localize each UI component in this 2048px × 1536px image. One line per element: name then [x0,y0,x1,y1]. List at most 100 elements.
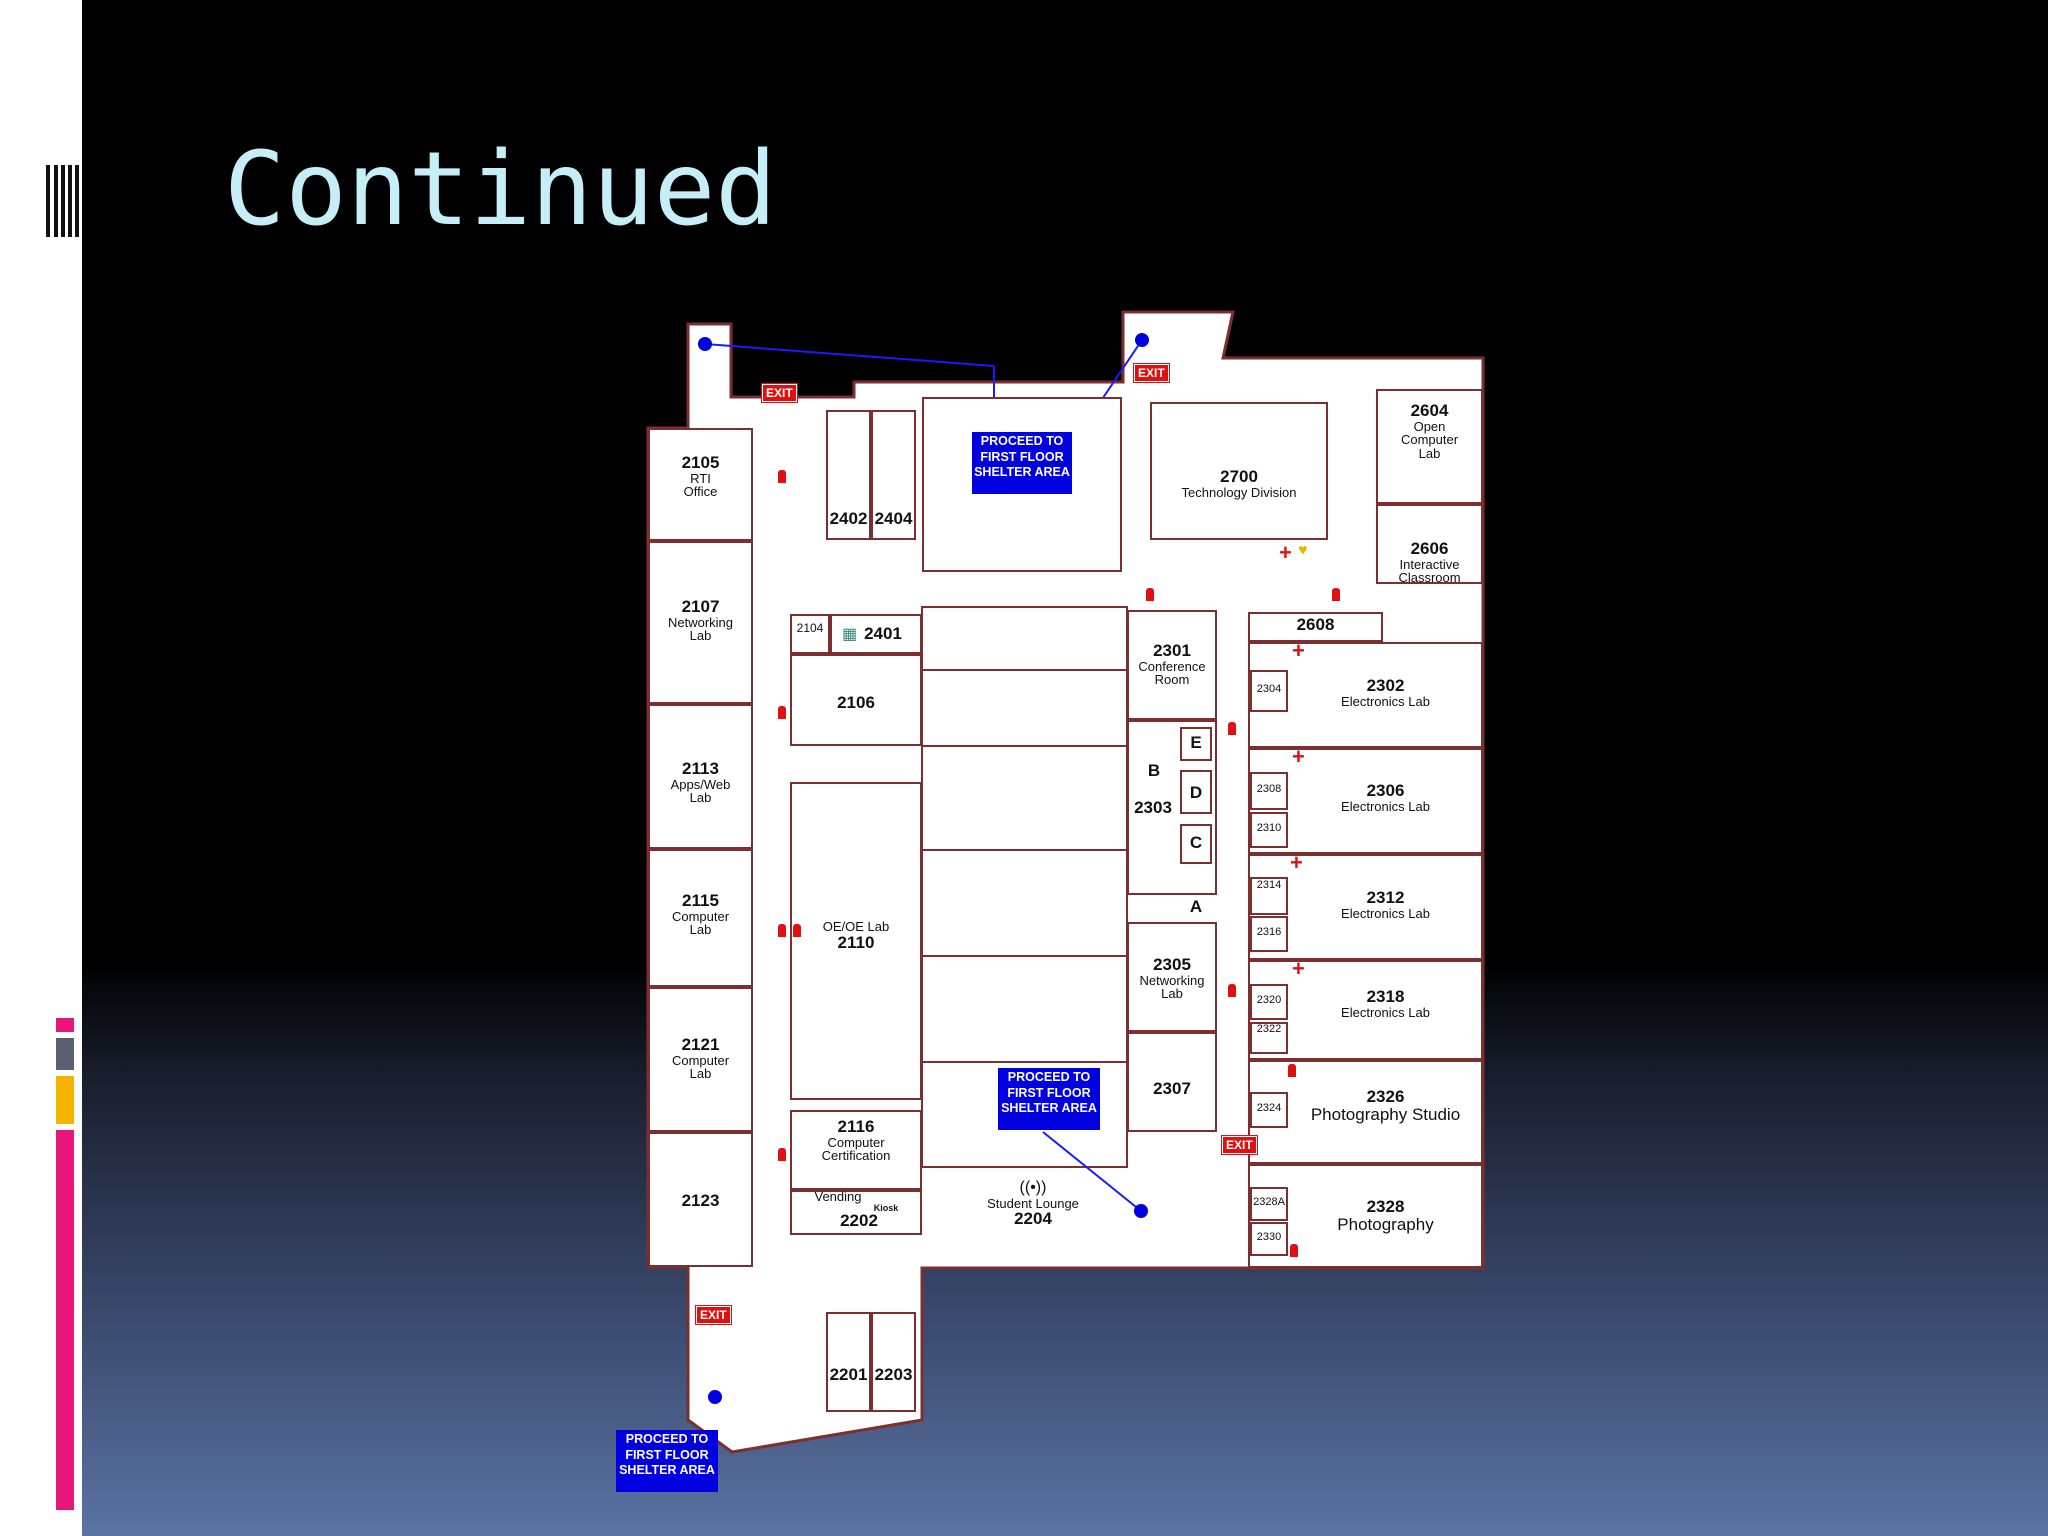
room-2202[interactable] [790,1190,922,1235]
room-2312-number: 2312 [1366,888,1405,907]
room-2401-number: 2401 [864,624,902,643]
room-2314[interactable] [1250,877,1288,915]
room-2306-label: Electronics Lab [1341,798,1430,814]
slide-title: Continued [224,130,777,249]
room-2303-e-label: E [1190,733,1202,752]
room-2303-c-label: C [1189,833,1203,852]
vending-label: Vending [814,1189,862,1204]
room-2306-number: 2306 [1366,781,1405,800]
room-2401[interactable] [830,614,922,654]
room-2303-d[interactable] [1180,770,1212,814]
fire-extinguisher-icon [1332,588,1340,601]
kiosk-label: Kiosk [873,1203,899,1213]
room-2328a-number: 2328A [1253,1196,1285,1208]
room-2604-number: 2604 [1410,401,1449,420]
wifi-icon: ((•)) [1019,1179,1047,1196]
room-2121-number: 2121 [681,1035,720,1054]
shelter-point-se [1134,1204,1148,1218]
room-2301-label: Conference Room [1138,658,1206,688]
room-2302-label: Electronics Lab [1341,693,1430,709]
room-2604[interactable] [1376,389,1483,504]
room-2115[interactable] [648,849,753,987]
fire-extinguisher-icon [1228,722,1236,735]
room-2303-c[interactable] [1180,824,1212,864]
first-aid-icon: + [1292,638,1305,663]
restroom-2402[interactable] [826,410,871,540]
room-2310[interactable] [1250,812,1288,848]
room-2305-label: Networking Lab [1139,972,1205,1002]
room-2123-number: 2123 [681,1191,720,1210]
room-2310-number: 2310 [1256,822,1282,834]
room-2203-number: 2203 [874,1365,913,1384]
room-2328-number: 2328 [1366,1197,1405,1216]
room-2204-label: Student Lounge [987,1195,1079,1211]
room-2123[interactable] [648,1132,753,1267]
room-2316[interactable] [1250,916,1288,952]
shelter-point-ne [1135,333,1149,347]
room-2303-e[interactable] [1180,727,1212,761]
room-2110[interactable] [790,782,922,1100]
room-2110-number: 2110 [837,932,875,952]
room-2608-number: 2608 [1296,615,1335,634]
fire-extinguisher-icon [793,924,801,937]
room-2301[interactable] [1127,610,1217,720]
room-2106[interactable] [790,654,922,746]
room-2115-number: 2115 [682,891,719,910]
room-2204-number: 2204 [1014,1209,1052,1229]
room-2104[interactable] [790,614,830,654]
room-2312-label: Electronics Lab [1341,905,1430,921]
accent-bar-gray [56,1038,74,1070]
room-2307-number: 2307 [1153,1079,1191,1098]
stairwell-north[interactable] [922,397,1122,572]
exit-sign-nw: EXIT [761,383,798,403]
exit-sign-se: EXIT [1221,1135,1258,1155]
room-2608[interactable] [1248,612,1383,642]
room-2322[interactable] [1250,1022,1288,1054]
room-2121[interactable] [648,987,753,1132]
restroom-2203[interactable] [871,1312,916,1412]
left-sidebar-strip [0,0,82,1536]
room-2606[interactable] [1376,504,1483,584]
room-2113-number: 2113 [682,759,719,778]
room-2104-number: 2104 [796,621,824,635]
room-2330-number: 2330 [1256,1231,1282,1243]
first-aid-icon: + [1290,850,1303,875]
room-2107[interactable] [648,541,753,704]
room-2113[interactable] [648,704,753,849]
room-2308[interactable] [1250,772,1288,810]
room-2604-label: Open Computer Lab [1400,418,1459,462]
room-2402-number: 2402 [829,509,868,528]
room-2305[interactable] [1127,922,1217,1032]
restroom-2404[interactable] [871,410,916,540]
room-2303-number: 2303 [1134,798,1172,817]
accent-bar-pink-top [56,1018,74,1032]
room-2324[interactable] [1250,1092,1288,1128]
restroom-2201[interactable] [826,1312,871,1412]
room-2116[interactable] [790,1110,922,1190]
room-2303-b: B [1147,761,1161,780]
room-2318-number: 2318 [1366,987,1405,1006]
room-2307[interactable] [1127,1032,1217,1132]
room-2320[interactable] [1250,984,1288,1020]
room-2302-number: 2302 [1366,676,1405,695]
decorative-bars [46,165,82,237]
room-2305-number: 2305 [1153,955,1191,974]
shelter-point-sw [708,1390,722,1404]
fire-extinguisher-icon [1228,984,1236,997]
room-2328a[interactable] [1250,1187,1288,1221]
room-2330[interactable] [1250,1222,1288,1256]
shelter-point-nw [698,337,712,351]
room-2303-a-label: A [1189,897,1203,916]
room-2110-label: OE/OE Lab [822,919,890,934]
room-2304[interactable] [1250,670,1288,712]
room-2105[interactable] [648,428,753,541]
fire-extinguisher-icon [778,1148,786,1161]
room-2700[interactable] [1150,402,1328,540]
exit-sign-sw: EXIT [695,1305,732,1325]
fire-extinguisher-icon [1290,1244,1298,1257]
room-2121-label: Computer Lab [671,1052,730,1082]
room-2316-number: 2316 [1256,926,1282,938]
room-2113-label: Apps/Web Lab [670,776,731,806]
